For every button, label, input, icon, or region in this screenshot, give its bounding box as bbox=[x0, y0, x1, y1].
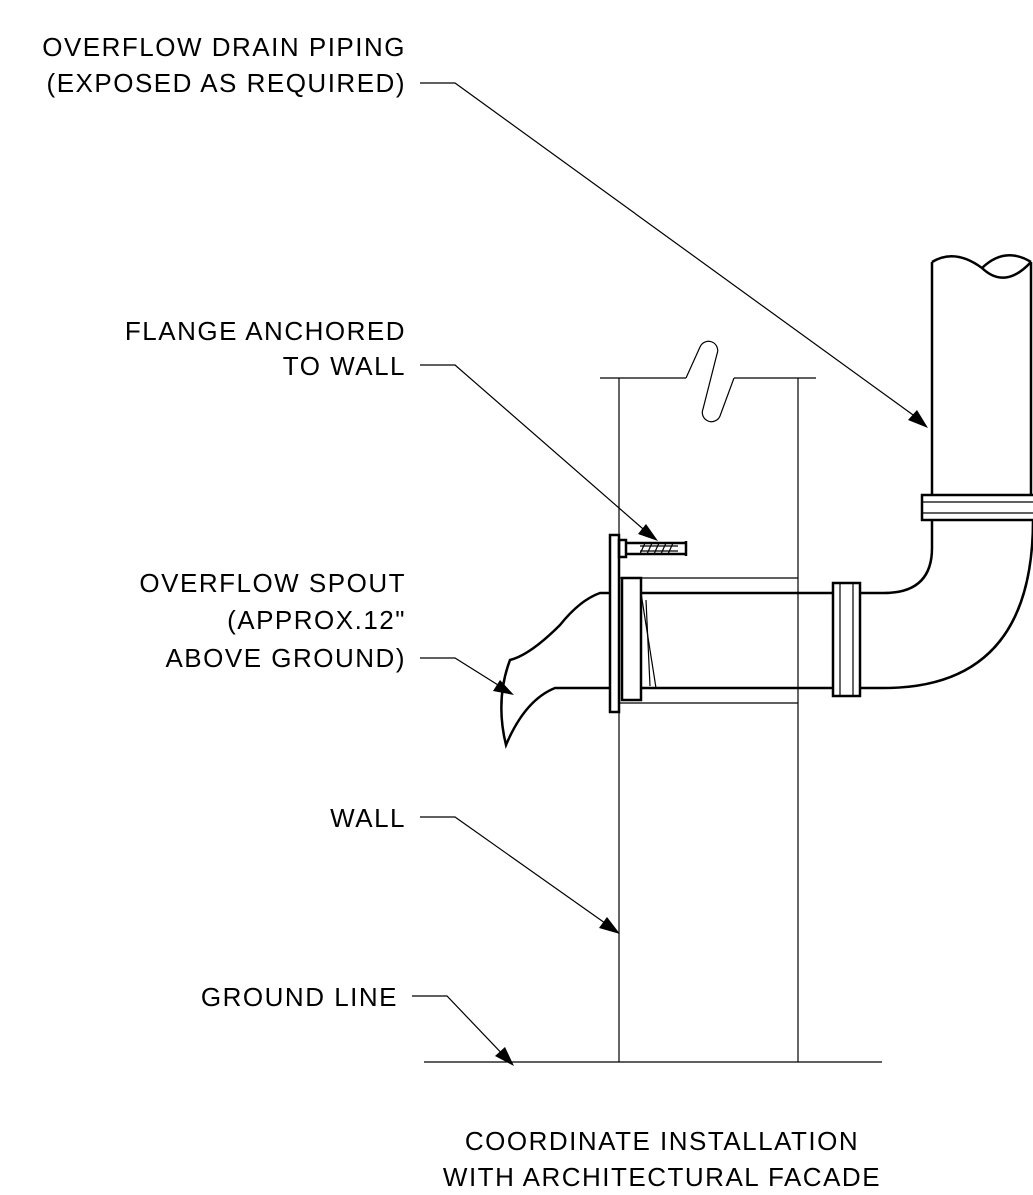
label-drain-piping: OVERFLOW DRAIN PIPING (EXPOSED AS REQUIR… bbox=[42, 32, 406, 98]
vertical-coupling bbox=[920, 493, 1033, 522]
flange-line-2: TO WALL bbox=[283, 351, 406, 381]
label-flange: FLANGE ANCHORED TO WALL bbox=[125, 316, 406, 381]
leader-lines bbox=[412, 82, 928, 1066]
installation-note: COORDINATE INSTALLATION WITH ARCHITECTUR… bbox=[443, 1126, 881, 1192]
pipe-coupling bbox=[831, 581, 862, 698]
flange-line-1: FLANGE ANCHORED bbox=[125, 316, 406, 346]
drain-piping-line-1: OVERFLOW DRAIN PIPING bbox=[42, 32, 406, 62]
drain-piping-line-2: (EXPOSED AS REQUIRED) bbox=[47, 68, 406, 98]
note-line-1: COORDINATE INSTALLATION bbox=[465, 1126, 859, 1156]
anchor-bolt bbox=[617, 538, 688, 559]
vertical-pipe bbox=[930, 254, 1033, 495]
label-spout: OVERFLOW SPOUT (APPROX.12" ABOVE GROUND) bbox=[139, 568, 406, 673]
break-symbol bbox=[685, 340, 735, 423]
spout-line-1: OVERFLOW SPOUT bbox=[139, 568, 406, 598]
overflow-spout bbox=[500, 591, 610, 749]
label-ground-line: GROUND LINE bbox=[201, 982, 398, 1012]
wall bbox=[600, 377, 816, 1062]
wall-flange bbox=[608, 533, 643, 714]
note-line-2: WITH ARCHITECTURAL FACADE bbox=[443, 1162, 881, 1192]
horizontal-pipe bbox=[640, 591, 884, 690]
spout-line-3: ABOVE GROUND) bbox=[165, 643, 406, 673]
label-wall: WALL bbox=[330, 803, 406, 833]
spout-line-2: (APPROX.12" bbox=[227, 605, 406, 635]
pipe-elbow bbox=[883, 519, 1033, 690]
